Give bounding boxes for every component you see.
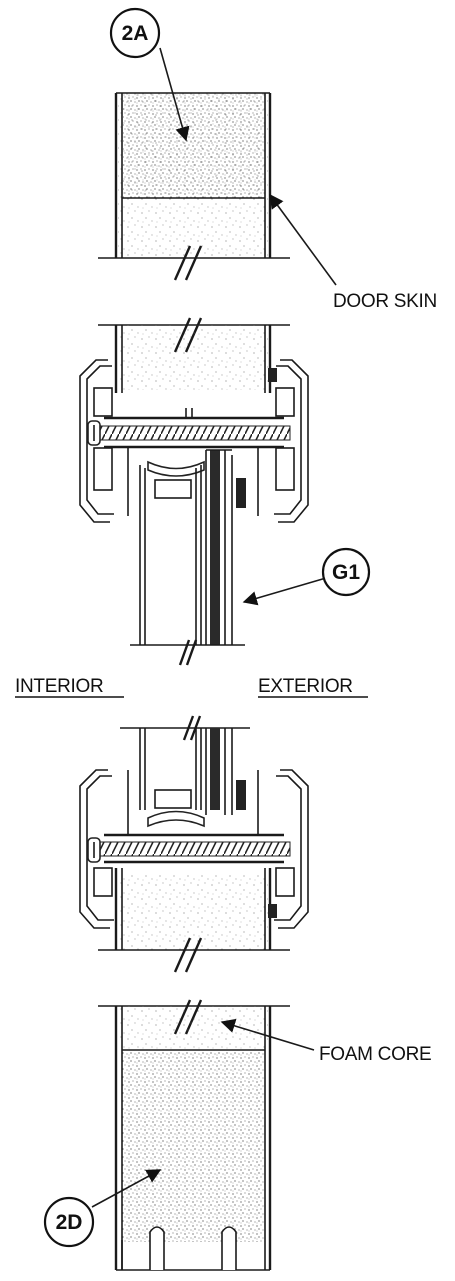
interior-label-text: INTERIOR <box>15 676 103 697</box>
leader-foam-core <box>220 1018 315 1051</box>
top-door-section <box>98 92 290 281</box>
bottom-door-section <box>98 999 290 1271</box>
interior-label: INTERIOR <box>15 676 124 698</box>
callout-g1-text: G1 <box>332 561 360 584</box>
callout-2d: 2D <box>43 1196 95 1248</box>
leader-lines <box>91 47 337 1208</box>
callout-2d-circle <box>43 1196 95 1248</box>
foam-core-label: FOAM CORE <box>319 1044 431 1065</box>
leader-door-skin <box>269 193 337 286</box>
callout-g1-circle <box>321 547 371 597</box>
leader-g1 <box>242 577 327 606</box>
glass-unit <box>130 449 245 666</box>
callout-2a-circle <box>109 7 161 59</box>
exterior-label-text: EXTERIOR <box>258 676 353 697</box>
callout-2d-text: 2D <box>56 1211 83 1234</box>
callout-2a: 2A <box>109 7 161 59</box>
upper-frame-section <box>79 317 309 523</box>
leader-2d <box>91 1169 162 1208</box>
leader-2a <box>159 47 190 142</box>
callout-g1: G1 <box>321 547 371 597</box>
callout-2a-text: 2A <box>122 22 149 45</box>
lower-frame-section <box>79 715 309 973</box>
door-skin-label: DOOR SKIN <box>333 291 437 312</box>
exterior-label: EXTERIOR <box>258 676 368 698</box>
